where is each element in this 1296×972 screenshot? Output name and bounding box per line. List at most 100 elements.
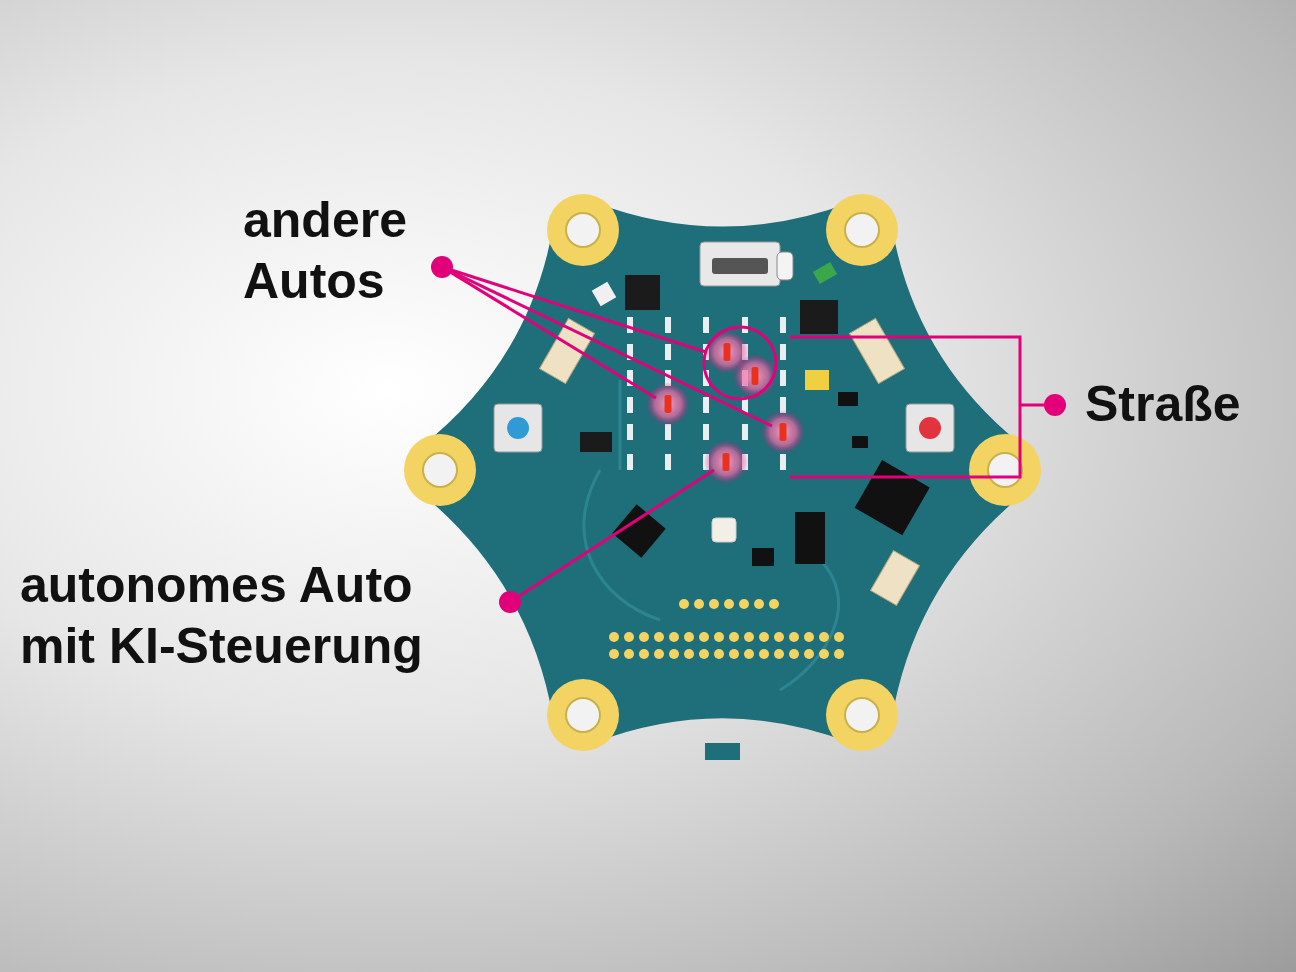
callout-label: Straße: [1085, 374, 1241, 435]
pin: [729, 649, 739, 659]
led-lit: [724, 343, 731, 361]
chip: [800, 300, 838, 334]
pin-header: [609, 599, 844, 659]
pin: [789, 649, 799, 659]
pin: [709, 599, 719, 609]
led: [742, 424, 748, 440]
led: [780, 424, 786, 440]
pin: [714, 649, 724, 659]
leader-dot: [1044, 394, 1066, 416]
button-b: [906, 404, 954, 452]
leader-dot: [431, 256, 453, 278]
led: [665, 454, 671, 470]
mounting-pad: [547, 194, 619, 266]
pin: [624, 632, 634, 642]
button-a-cap: [507, 417, 529, 439]
led: [780, 454, 786, 470]
led: [703, 397, 709, 413]
pin: [744, 632, 754, 642]
pin: [624, 649, 634, 659]
led-white: [592, 282, 617, 307]
pin: [804, 632, 814, 642]
mounting-hole: [566, 213, 600, 247]
mounting-pad: [826, 679, 898, 751]
usb-socket: [712, 258, 768, 274]
mounting-hole: [845, 213, 879, 247]
led-glow: [761, 410, 805, 454]
pin: [819, 632, 829, 642]
pin: [744, 649, 754, 659]
callout-label: andere Autos: [243, 190, 483, 312]
pin: [769, 599, 779, 609]
pin: [724, 599, 734, 609]
grove-connector: [850, 318, 905, 383]
chip: [795, 512, 825, 564]
pin: [754, 599, 764, 609]
mounting-hole: [423, 453, 457, 487]
pin: [759, 649, 769, 659]
leader-line: [442, 267, 772, 426]
pin: [654, 632, 664, 642]
pin: [639, 649, 649, 659]
leader-lines: [431, 256, 1066, 613]
pin: [639, 632, 649, 642]
led: [665, 317, 671, 333]
led-lit: [665, 395, 672, 413]
leader-line: [442, 267, 706, 352]
pin: [729, 632, 739, 642]
rgb-led: [712, 518, 736, 542]
mounting-pad: [404, 434, 476, 506]
led: [703, 317, 709, 333]
chip: [852, 436, 868, 448]
pin: [759, 632, 769, 642]
pin: [669, 632, 679, 642]
mounting-hole: [845, 698, 879, 732]
highlight-ring: [704, 327, 776, 399]
pin: [774, 632, 784, 642]
leader-line: [442, 267, 656, 398]
led-glow: [704, 440, 748, 484]
reset-button: [777, 252, 793, 280]
button-a: [494, 404, 542, 452]
usb-port: [700, 242, 780, 286]
pin: [804, 649, 814, 659]
led-glow: [646, 382, 690, 426]
pin: [669, 649, 679, 659]
button-b-cap: [919, 417, 941, 439]
led: [627, 454, 633, 470]
chip: [752, 548, 774, 566]
led: [780, 344, 786, 360]
pin: [834, 649, 844, 659]
led-glow: [733, 354, 777, 398]
pin: [609, 632, 619, 642]
led-lit: [752, 367, 759, 385]
chip: [838, 392, 858, 406]
led-lit: [780, 423, 787, 441]
pin: [739, 599, 749, 609]
mounting-hole: [566, 698, 600, 732]
leader-dot: [499, 591, 521, 613]
mounting-pad: [969, 434, 1041, 506]
pin: [654, 649, 664, 659]
chip: [580, 432, 612, 452]
chip: [625, 275, 660, 310]
pin: [694, 599, 704, 609]
board-outline: [440, 230, 1005, 715]
led: [665, 344, 671, 360]
pin: [789, 632, 799, 642]
led: [703, 424, 709, 440]
leader-line: [510, 470, 714, 602]
circuit-board: [404, 194, 1041, 760]
mounting-hole: [988, 453, 1022, 487]
pin: [714, 632, 724, 642]
led: [780, 370, 786, 386]
pcb-trace: [584, 380, 839, 690]
pin: [699, 632, 709, 642]
led: [627, 397, 633, 413]
led-green: [813, 262, 837, 284]
board-notch: [705, 743, 740, 760]
battery-connector: [871, 551, 920, 606]
pin: [609, 649, 619, 659]
callout-label: autonomes Auto mit KI-Steuerung: [20, 555, 460, 677]
pin: [679, 599, 689, 609]
